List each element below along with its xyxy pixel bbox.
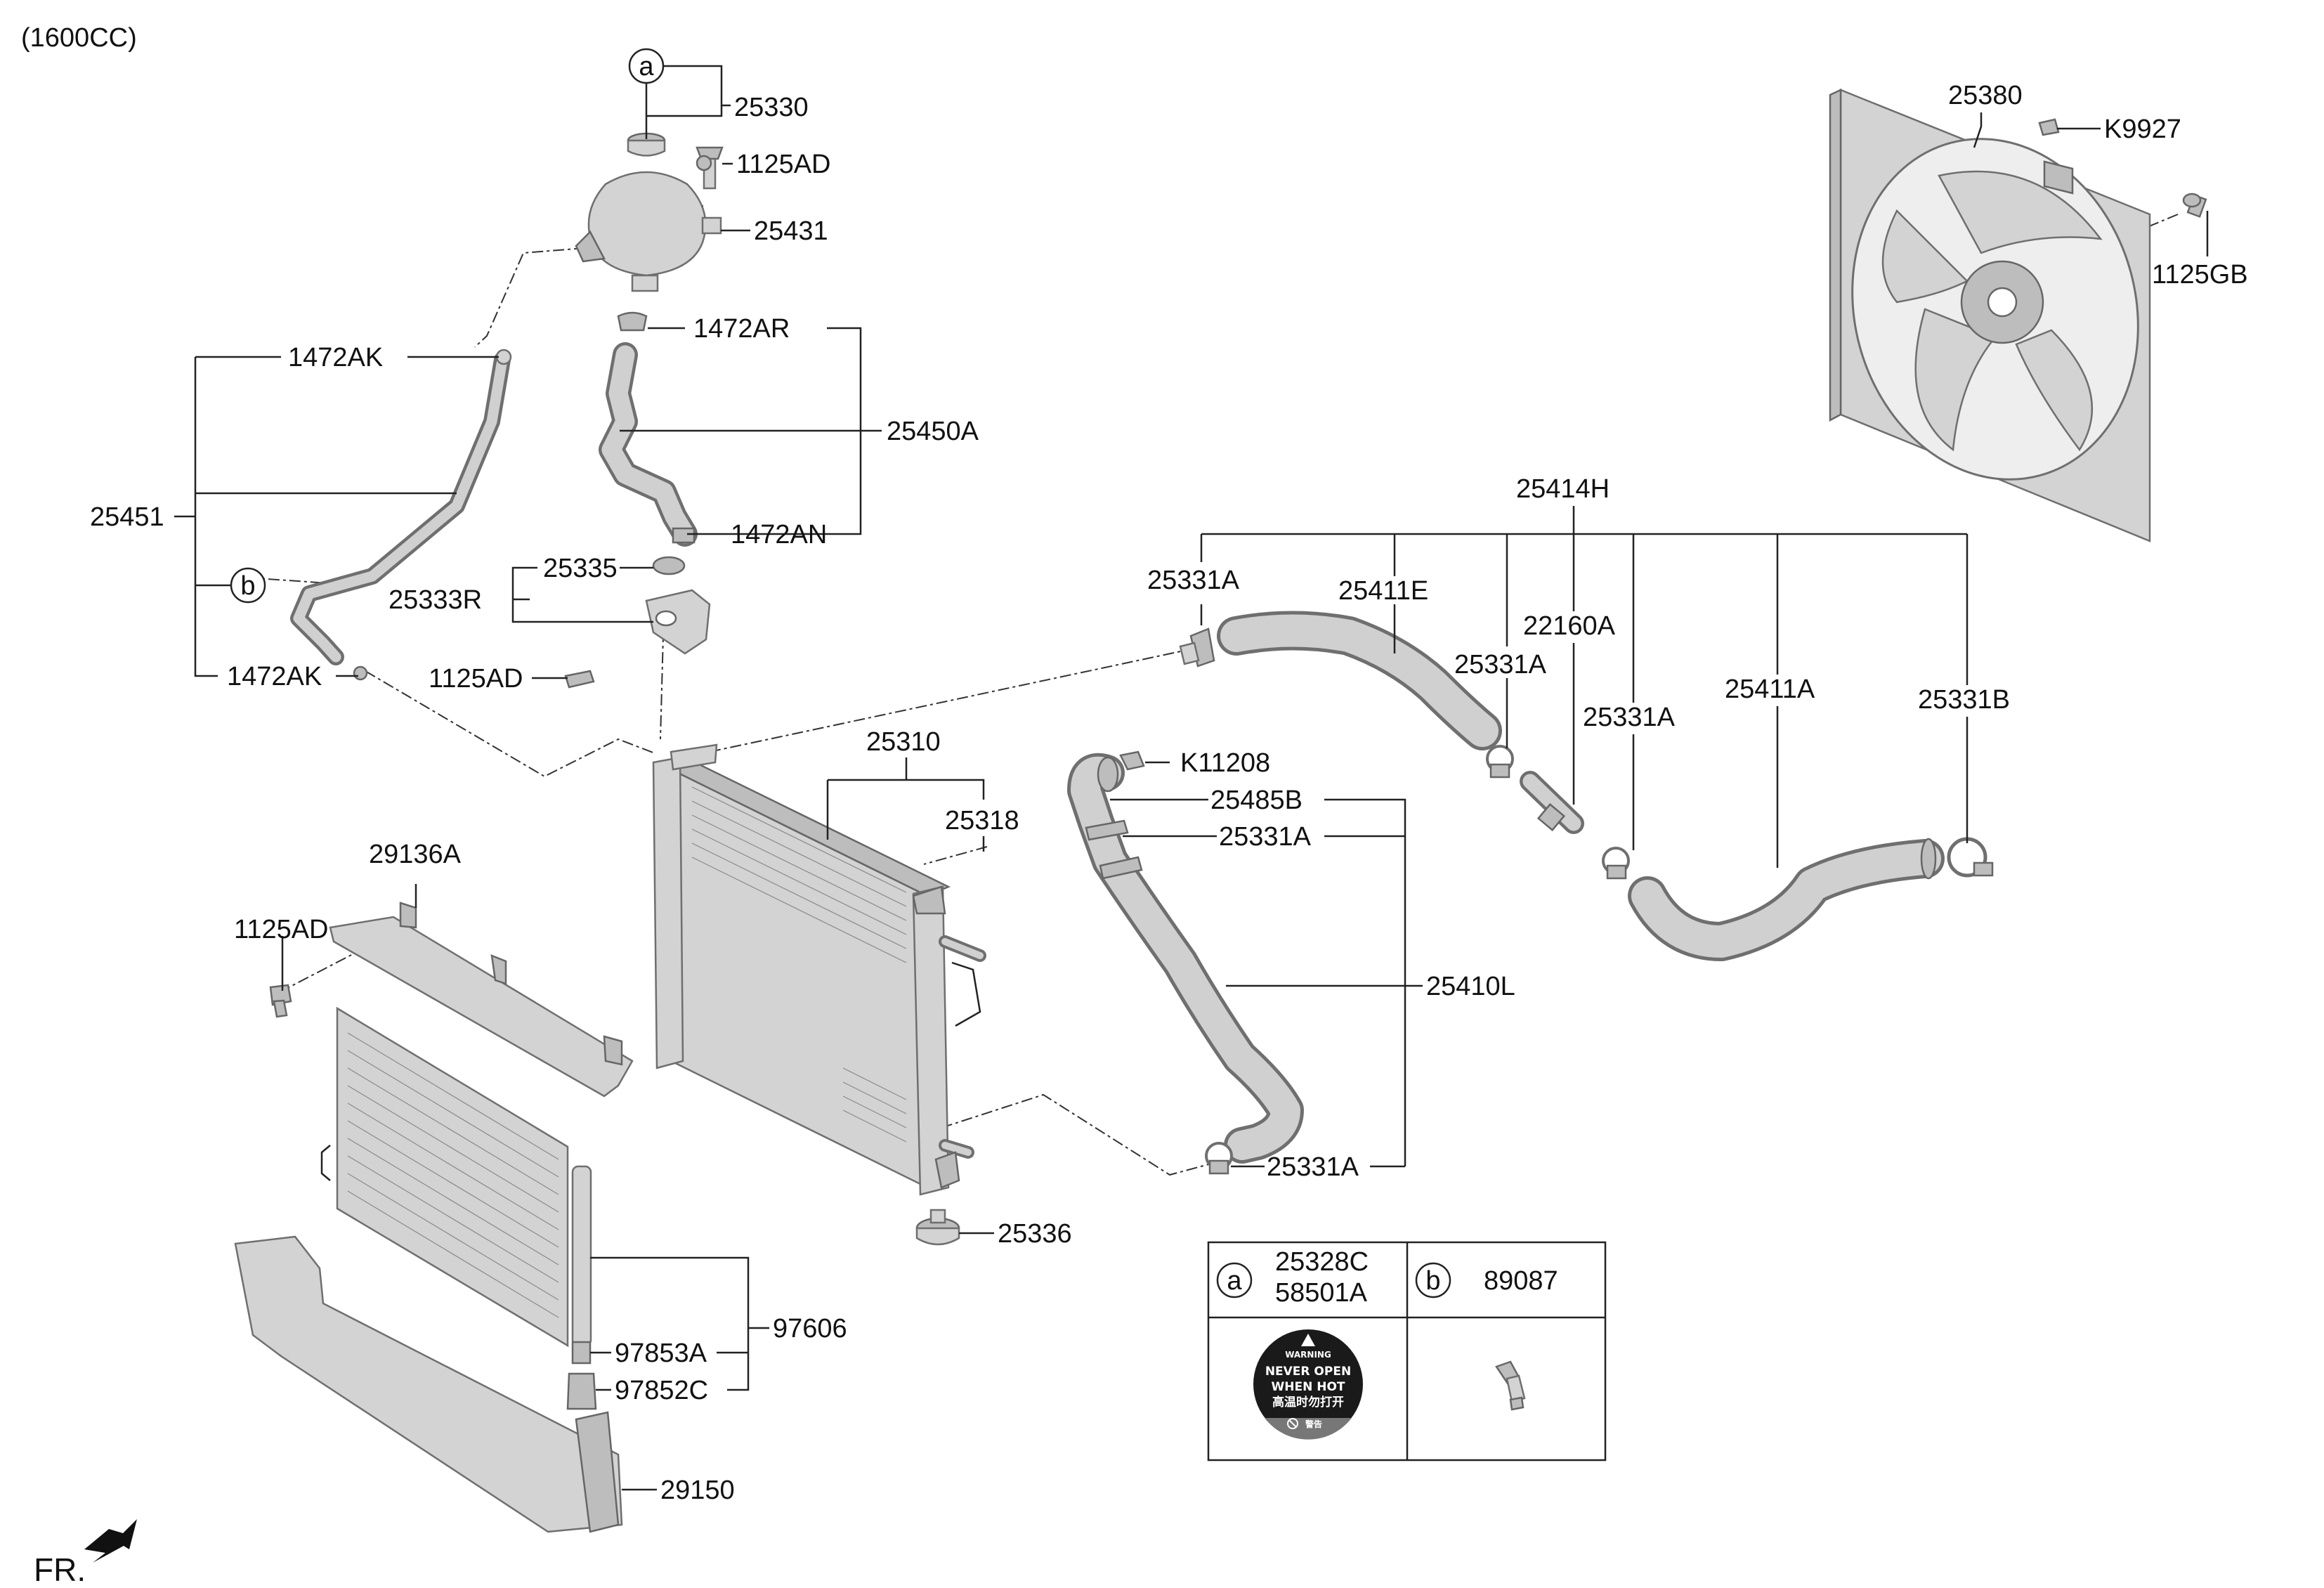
part-label-97852c: 97852C bbox=[615, 1376, 708, 1405]
front-arrow-icon bbox=[84, 1519, 137, 1563]
legend-table: a 25328C 58501A b 89087 WARNING NEVER OP… bbox=[1207, 1241, 1607, 1462]
warning-line3: 高温时勿打开 bbox=[1272, 1395, 1344, 1410]
callout-b-letter: b bbox=[240, 571, 255, 601]
leader-lines bbox=[174, 65, 2209, 1491]
part-label-25330: 25330 bbox=[734, 93, 809, 122]
front-direction-marker: FR. bbox=[34, 1519, 137, 1588]
part-label-1472ar: 1472AR bbox=[693, 314, 790, 344]
drain-plug bbox=[915, 1209, 960, 1246]
part-label-k9927: K9927 bbox=[2104, 115, 2181, 144]
part-label-25331a-3: 25331A bbox=[1583, 703, 1676, 732]
part-label-25331a-4: 25331A bbox=[1219, 822, 1312, 852]
part-label-k11208: K11208 bbox=[1180, 748, 1270, 778]
front-label: FR. bbox=[34, 1551, 86, 1588]
legend-a-part1: 25328C bbox=[1275, 1247, 1369, 1277]
legend-a-part2: 58501A bbox=[1275, 1278, 1368, 1308]
warning-sticker: WARNING NEVER OPEN WHEN HOT 高温时勿打开 警告 bbox=[1253, 1329, 1363, 1440]
part-label-25451: 25451 bbox=[90, 502, 164, 532]
part-label-1125ad-left: 1125AD bbox=[234, 915, 329, 944]
part-label-25318: 25318 bbox=[945, 806, 1019, 835]
part-label-29136a: 29136A bbox=[369, 840, 462, 869]
callout-a: a bbox=[628, 48, 665, 84]
part-label-25380: 25380 bbox=[1948, 81, 2023, 110]
air-guide-lower bbox=[234, 1235, 623, 1533]
legend-b-letter: b bbox=[1425, 1266, 1440, 1296]
reservoir-hoses bbox=[290, 155, 712, 681]
warning-footer: 警告 bbox=[1305, 1419, 1322, 1429]
part-label-1125ad-top: 1125AD bbox=[736, 150, 831, 179]
part-labels: 25330 1125AD 25431 1472AR 1472AK 25450A … bbox=[90, 81, 2248, 1505]
part-label-25336: 25336 bbox=[998, 1219, 1072, 1249]
part-label-25331a-2: 25331A bbox=[1454, 650, 1547, 679]
part-label-25335: 25335 bbox=[543, 554, 618, 583]
part-label-25333r: 25333R bbox=[389, 585, 482, 615]
no-entry-icon bbox=[1287, 1418, 1298, 1429]
fan-hardware bbox=[2038, 118, 2207, 218]
lower-hose-group bbox=[1067, 750, 1304, 1175]
bracket-group bbox=[564, 556, 711, 689]
warning-line1: NEVER OPEN bbox=[1265, 1365, 1351, 1379]
air-guide-upper bbox=[269, 902, 634, 1098]
reservoir-tank-group bbox=[575, 132, 724, 332]
clip-part-icon bbox=[1495, 1360, 1526, 1411]
part-label-25414h: 25414H bbox=[1516, 474, 1610, 504]
part-label-25331a-5: 25331A bbox=[1267, 1152, 1359, 1182]
callout-a-letter: a bbox=[639, 52, 654, 82]
part-label-25331a-1: 25331A bbox=[1147, 566, 1240, 595]
part-label-25411e: 25411E bbox=[1338, 576, 1428, 606]
part-label-97853a: 97853A bbox=[615, 1339, 707, 1368]
part-label-25450a: 25450A bbox=[887, 417, 979, 446]
part-label-25410l: 25410L bbox=[1426, 972, 1515, 1001]
part-label-1472ak-bottom: 1472AK bbox=[227, 662, 322, 691]
part-label-25331b: 25331B bbox=[1918, 685, 2010, 715]
callout-b: b bbox=[230, 567, 266, 604]
part-label-1472an: 1472AN bbox=[731, 520, 827, 549]
upper-hose-group bbox=[1179, 611, 1994, 961]
part-label-25310: 25310 bbox=[866, 727, 941, 757]
fan-shroud bbox=[1829, 89, 2151, 542]
legend-a-letter: a bbox=[1227, 1266, 1242, 1296]
part-label-25431: 25431 bbox=[754, 216, 828, 246]
part-label-1472ak-top: 1472AK bbox=[288, 343, 383, 372]
legend-b-part: 89087 bbox=[1484, 1266, 1558, 1296]
part-label-25411a: 25411A bbox=[1725, 675, 1815, 704]
part-label-22160a: 22160A bbox=[1523, 611, 1616, 641]
condenser bbox=[320, 1006, 597, 1410]
engine-note: (1600CC) bbox=[21, 23, 137, 53]
warning-title: WARNING bbox=[1285, 1350, 1331, 1360]
part-label-29150: 29150 bbox=[660, 1476, 735, 1505]
warning-line2: WHEN HOT bbox=[1271, 1380, 1345, 1394]
part-label-1125ad-mid: 1125AD bbox=[429, 664, 523, 694]
part-label-25485b: 25485B bbox=[1210, 786, 1303, 815]
part-label-1125gb: 1125GB bbox=[2152, 260, 2248, 289]
part-label-97606: 97606 bbox=[773, 1314, 847, 1343]
radiator bbox=[652, 743, 986, 1196]
